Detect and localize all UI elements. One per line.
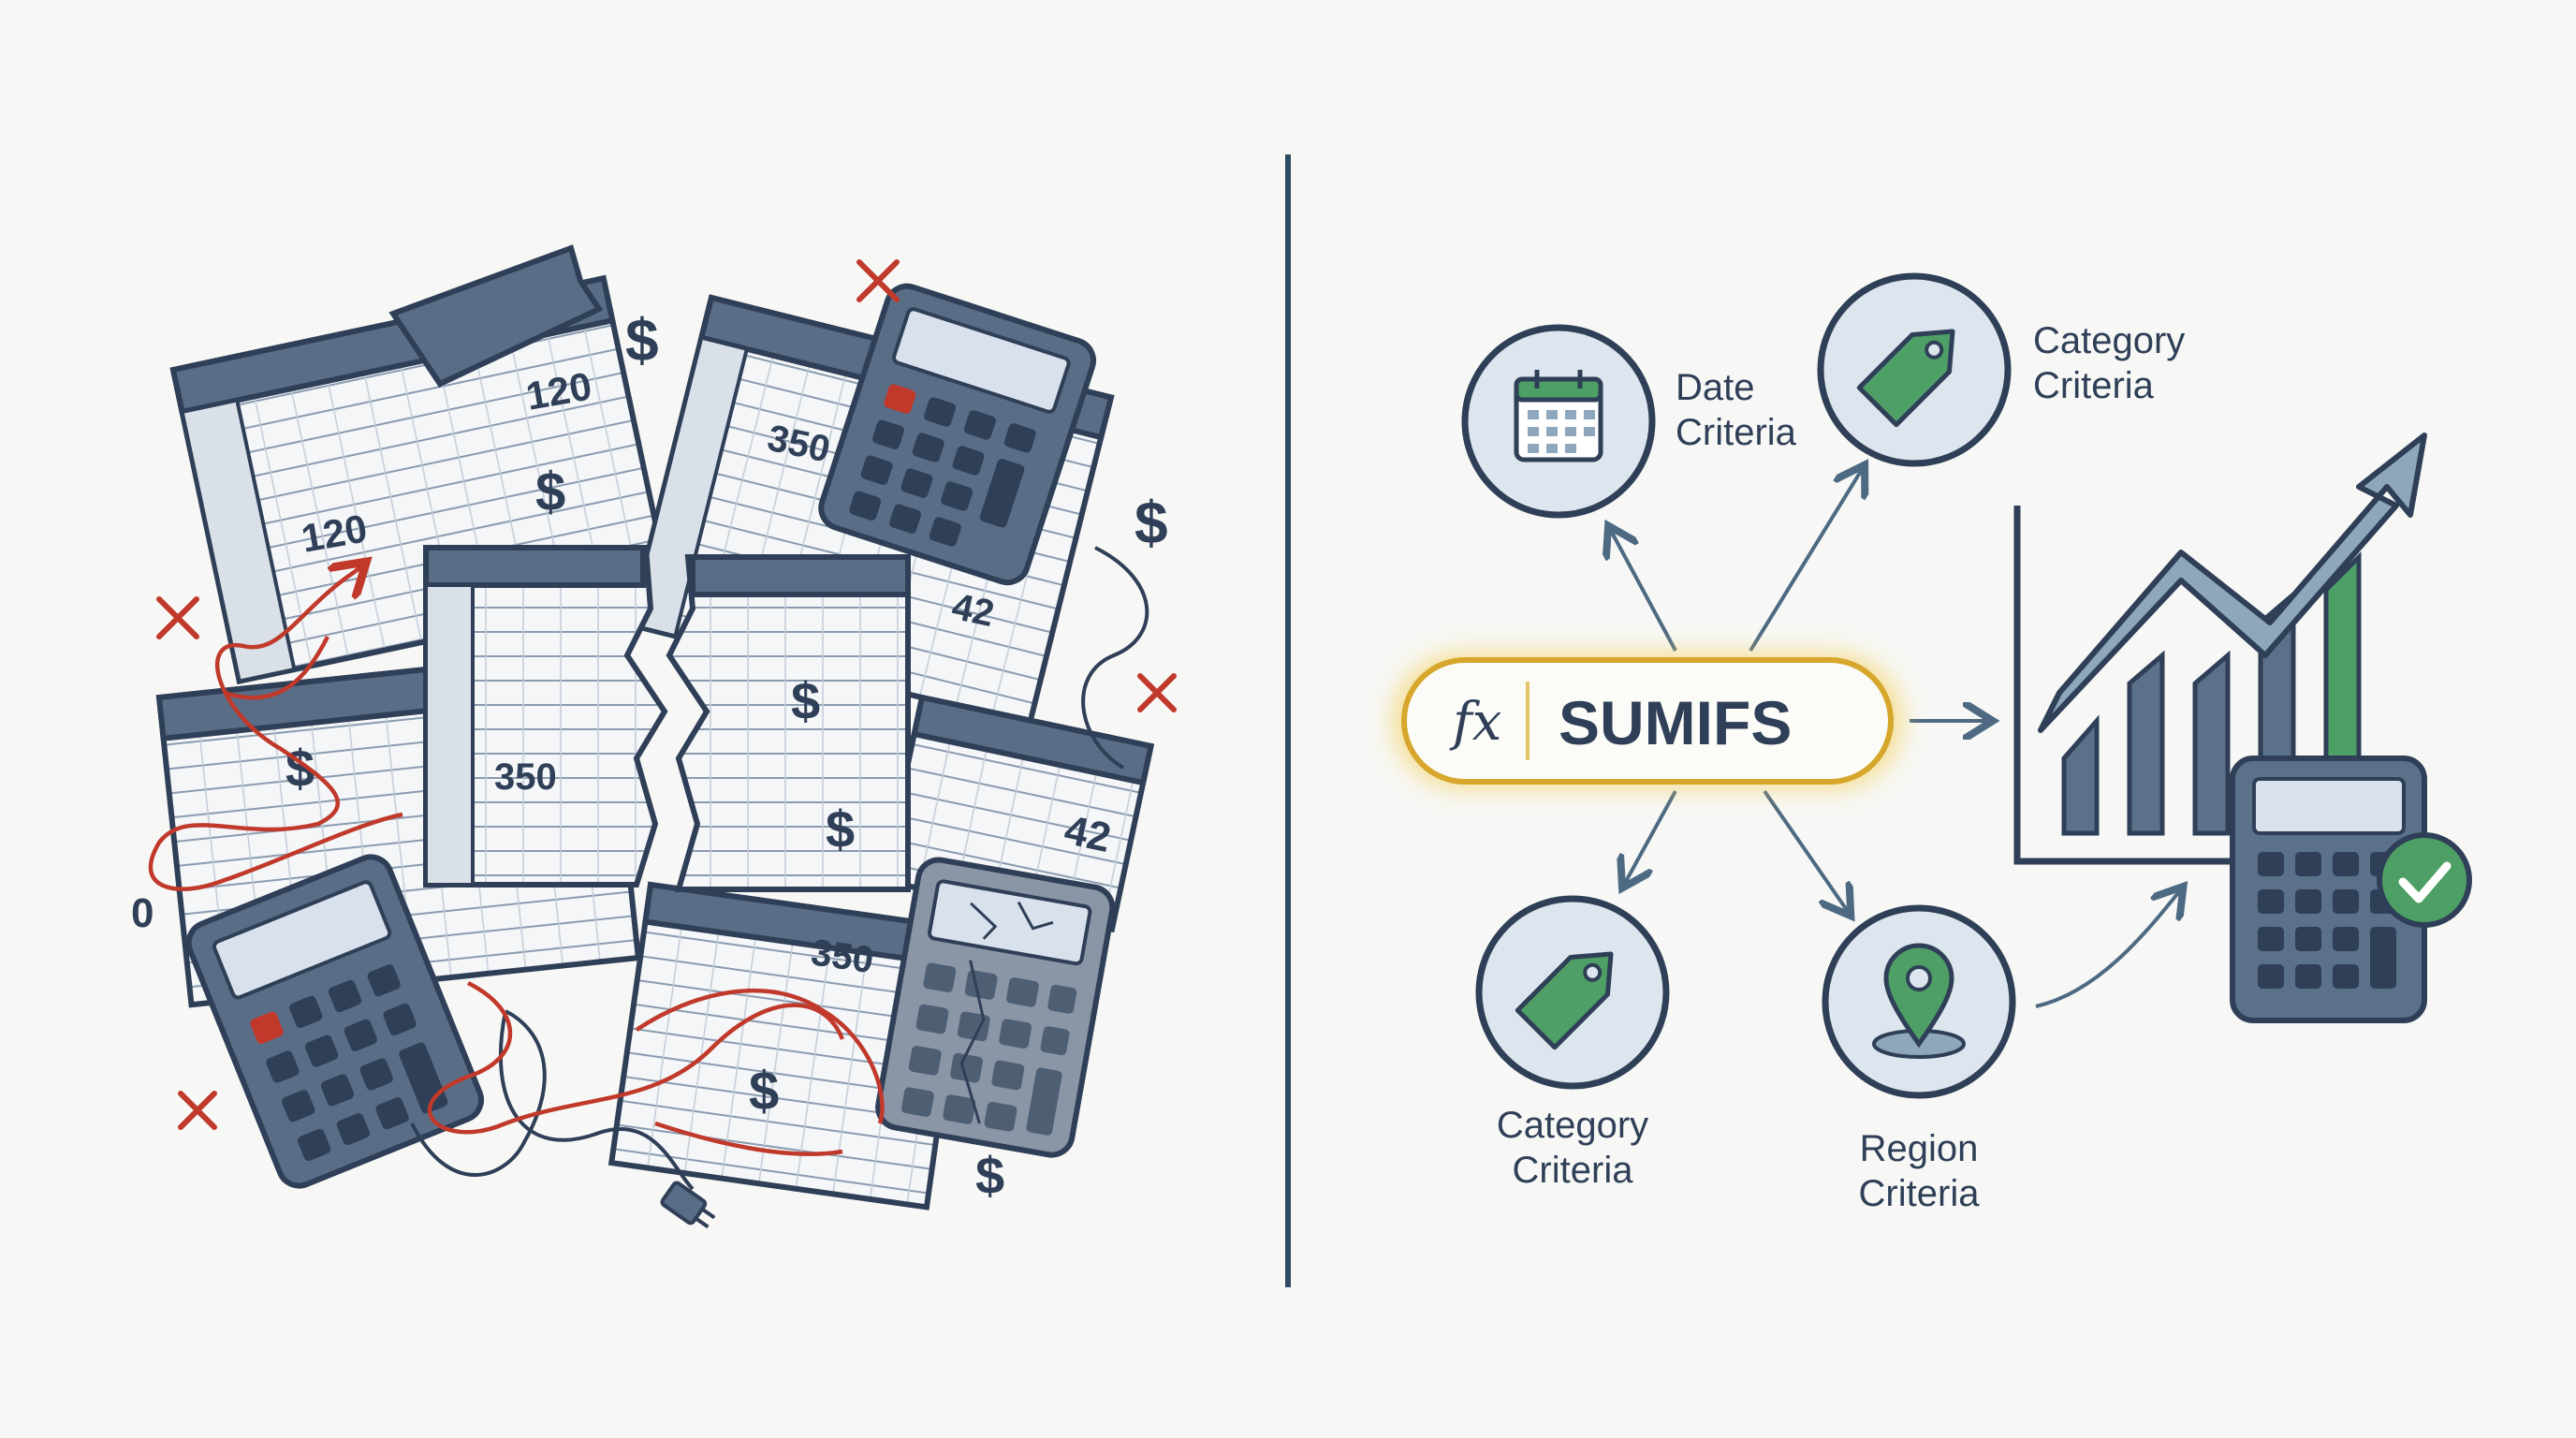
connector-arrows <box>1610 468 2181 1008</box>
calculator-icon <box>185 854 484 1189</box>
sheet-number-6: 42 <box>1061 807 1115 861</box>
chaos-group: 120 120 $ 350 42 $ 350 $ 42 <box>131 244 1177 1229</box>
sheet-number-5: 42 <box>948 586 998 635</box>
sumifs-formula-pill: fx SUMIFS <box>1395 655 1900 786</box>
spreadsheet-icon <box>607 881 970 1211</box>
x-mark-icon <box>856 259 900 302</box>
calculator-cord <box>410 546 1149 1191</box>
function-name: SUMIFS <box>1559 688 1792 757</box>
sheet-number-4: 350 <box>494 756 557 798</box>
location-pin-icon <box>1872 943 1966 1059</box>
region-criteria-node: Region Criteria <box>1822 904 2016 1214</box>
spreadsheet-icon <box>169 274 673 685</box>
sumifs-diagram: Date Criteria Category Criteria Category… <box>1395 272 2472 1214</box>
criteria-label-line2: Criteria <box>1676 412 1797 453</box>
checkmark-icon <box>2377 832 2472 928</box>
x-mark-icon <box>178 1091 217 1130</box>
torn-header-icon <box>388 244 604 388</box>
criteria-label-line1: Region <box>1860 1128 1979 1169</box>
sheet-number-7: 350 <box>809 932 876 981</box>
category-criteria-node-bottom: Category Criteria <box>1475 895 1670 1191</box>
tag-icon <box>1856 329 1955 428</box>
dollar-icon: $ <box>535 462 565 522</box>
tangled-red-lines <box>148 565 885 1156</box>
stray-digit: 0 <box>131 890 154 936</box>
criteria-label-line2: Criteria <box>2033 365 2155 406</box>
dollar-icon: $ <box>625 306 659 374</box>
dollar-icon: $ <box>826 800 855 858</box>
calendar-icon <box>1514 370 1603 462</box>
criteria-label-line1: Category <box>1497 1105 1648 1146</box>
plug-icon <box>660 1181 716 1229</box>
criteria-label-line2: Criteria <box>1859 1173 1981 1214</box>
category-criteria-node-top: Category Criteria <box>1817 272 2185 467</box>
dollar-icon: $ <box>1134 489 1168 556</box>
criteria-label-line2: Criteria <box>1513 1150 1634 1191</box>
dollar-icon: $ <box>975 1146 1004 1205</box>
dollar-icon: $ <box>749 1061 779 1122</box>
criteria-label-line1: Category <box>2033 320 2185 361</box>
dollar-icon: $ <box>791 671 820 730</box>
broken-calculator-icon <box>875 857 1116 1158</box>
date-criteria-node: Date Criteria <box>1461 324 1797 519</box>
x-mark-icon <box>1137 673 1177 712</box>
tag-icon <box>1515 951 1614 1050</box>
calculator-icon <box>818 283 1097 586</box>
torn-spreadsheet-icon <box>423 545 911 892</box>
criteria-label-line1: Date <box>1676 367 1755 408</box>
x-mark-icon <box>156 596 199 639</box>
fx-icon: fx <box>1449 692 1501 753</box>
